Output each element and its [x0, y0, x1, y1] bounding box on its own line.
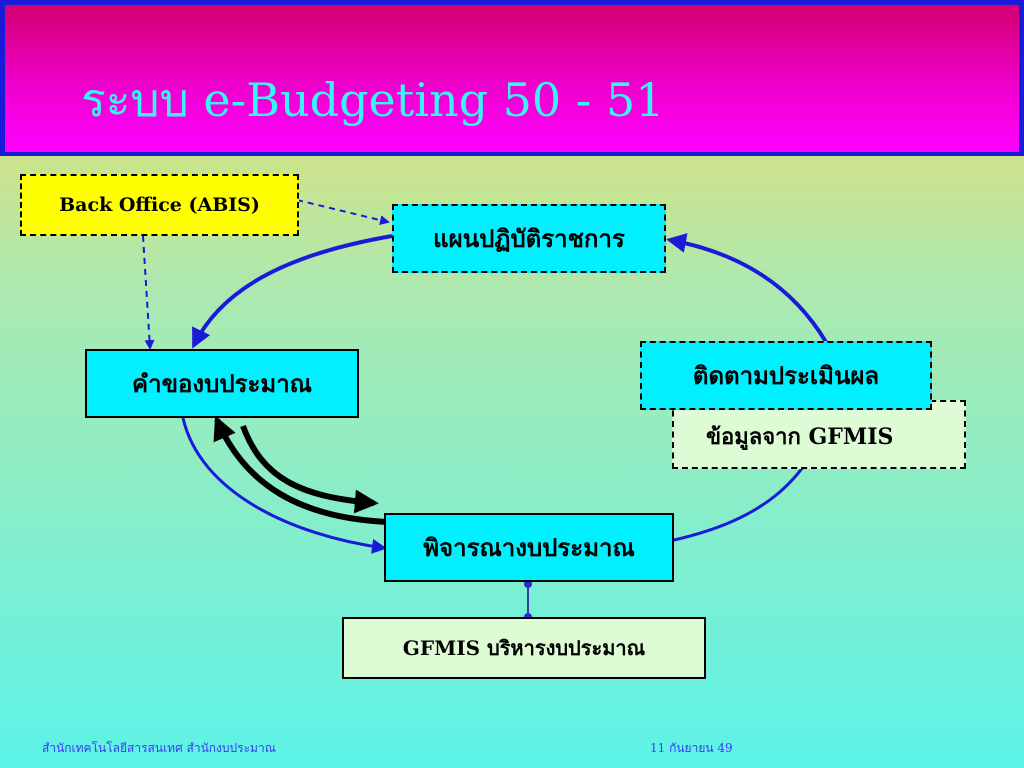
footer-organization: สำนักเทคโนโลยีสารสนเทศ สำนักงบประมาณ: [42, 741, 276, 755]
arrow-request-down-to-consider: [240, 424, 379, 514]
node-gfmis-data-label: ข้อมูลจาก GFMIS: [706, 424, 894, 450]
node-gfmis-admin: GFMIS บริหารงบประมาณ: [342, 617, 706, 679]
arrow-backoffice-to-plan: [296, 199, 390, 225]
node-budget-consideration: พิจารณางบประมาณ: [384, 513, 674, 582]
footer-date: 11 กันยายน 49: [650, 741, 733, 755]
node-back-office: Back Office (ABIS): [20, 174, 299, 236]
node-action-plan: แผนปฏิบัติราชการ: [392, 204, 666, 273]
link-dot-top: [524, 580, 532, 588]
arrow-request-to-consider: [181, 417, 387, 554]
node-gfmis-data: ข้อมูลจาก GFMIS: [672, 400, 966, 469]
arrow-monitor-to-plan: [666, 233, 828, 344]
arrow-consider-up-to-request: [213, 415, 389, 525]
node-budget-request: คำของบประมาณ: [85, 349, 359, 418]
arrow-backoffice-to-request: [142, 235, 155, 350]
slide-title: ระบบ e-Budgeting 50 - 51: [81, 73, 665, 127]
node-monitor-evaluate: ติดตามประเมินผล: [640, 341, 932, 410]
title-bar: ระบบ e-Budgeting 50 - 51: [0, 0, 1024, 156]
arrow-plan-to-request: [192, 234, 393, 349]
